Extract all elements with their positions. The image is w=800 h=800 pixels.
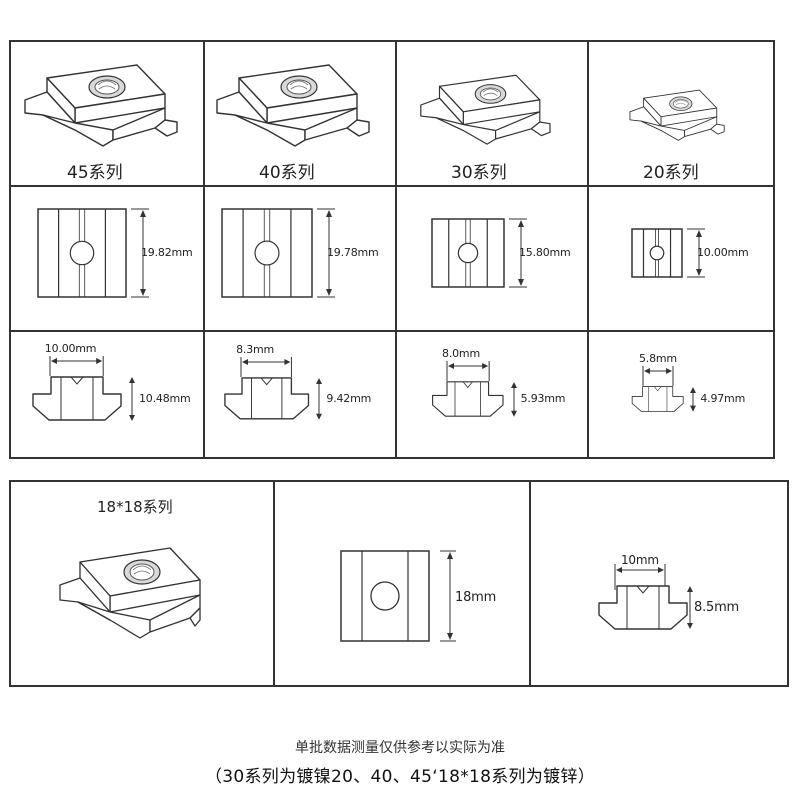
tslot-nut-drawing — [629, 90, 725, 142]
width-arrow — [446, 360, 490, 381]
series-18-nut-drawing — [59, 547, 201, 639]
top-view-drawing — [37, 208, 127, 298]
series-18-side-height-label: 8.5mm — [694, 600, 740, 615]
series-18-side-profile — [598, 585, 688, 630]
side-height-label: 5.93mm — [520, 392, 566, 405]
tslot-nut-drawing — [24, 64, 178, 147]
divider — [395, 42, 397, 457]
width-arrow — [642, 365, 674, 386]
top-view-drawing — [221, 208, 313, 298]
top-view-height-label: 19.82mm — [141, 246, 193, 259]
width-arrow — [240, 357, 293, 378]
series-18-side-height-arrow — [687, 586, 693, 629]
spec-table — [9, 40, 775, 459]
series-18-label: 18*18系列 — [97, 498, 173, 516]
side-height-label: 9.42mm — [326, 392, 372, 405]
series-label-0: 45系列 — [67, 163, 123, 183]
height-arrow — [317, 208, 335, 298]
top-view-height-label: 19.78mm — [327, 246, 379, 259]
series-18-width-label: 10mm — [621, 553, 659, 567]
divider — [11, 185, 773, 187]
divider — [203, 42, 205, 457]
top-view-height-label: 15.80mm — [519, 246, 571, 259]
side-width-label: 10.00mm — [44, 342, 97, 355]
width-arrow — [49, 356, 105, 376]
series-18-width-arrow — [614, 564, 666, 590]
side-profile-drawing — [432, 380, 504, 417]
divider — [11, 330, 773, 332]
tslot-nut-drawing — [216, 64, 370, 147]
plating-note: （30系列为镀镍20、40、45‘18*18系列为镀锌） — [204, 767, 596, 787]
side-width-label: 5.8mm — [639, 351, 677, 365]
side-height-arrow — [316, 378, 323, 420]
disclaimer-note: 单批数据测量仅供参考以实际为准 — [295, 740, 505, 756]
side-height-arrow — [690, 386, 697, 412]
series-label-3: 20系列 — [643, 163, 699, 183]
series-18-height-arrow — [440, 550, 456, 642]
side-profile-drawing — [631, 385, 684, 412]
side-height-label: 4.97mm — [700, 392, 746, 405]
side-height-arrow — [129, 377, 135, 421]
series-18-table — [9, 480, 789, 687]
height-arrow — [509, 218, 527, 288]
tslot-nut-drawing — [419, 74, 551, 145]
side-width-label: 8.3mm — [236, 343, 275, 357]
top-view-drawing — [631, 228, 683, 278]
series-label-2: 30系列 — [451, 163, 507, 183]
side-height-arrow — [510, 381, 517, 417]
series-18-top-view — [340, 550, 430, 642]
height-arrow — [131, 208, 149, 298]
side-profile-drawing — [32, 376, 122, 421]
side-height-label: 10.48mm — [139, 392, 191, 405]
divider — [273, 482, 275, 685]
divider — [587, 42, 589, 457]
divider — [529, 482, 531, 685]
height-arrow — [687, 228, 705, 278]
side-width-label: 8.0mm — [442, 346, 480, 360]
series-label-1: 40系列 — [259, 163, 315, 183]
top-view-drawing — [431, 218, 505, 288]
series-18-height-label: 18mm — [455, 590, 497, 605]
top-view-height-label: 10.00mm — [697, 246, 749, 259]
side-profile-drawing — [224, 377, 310, 420]
